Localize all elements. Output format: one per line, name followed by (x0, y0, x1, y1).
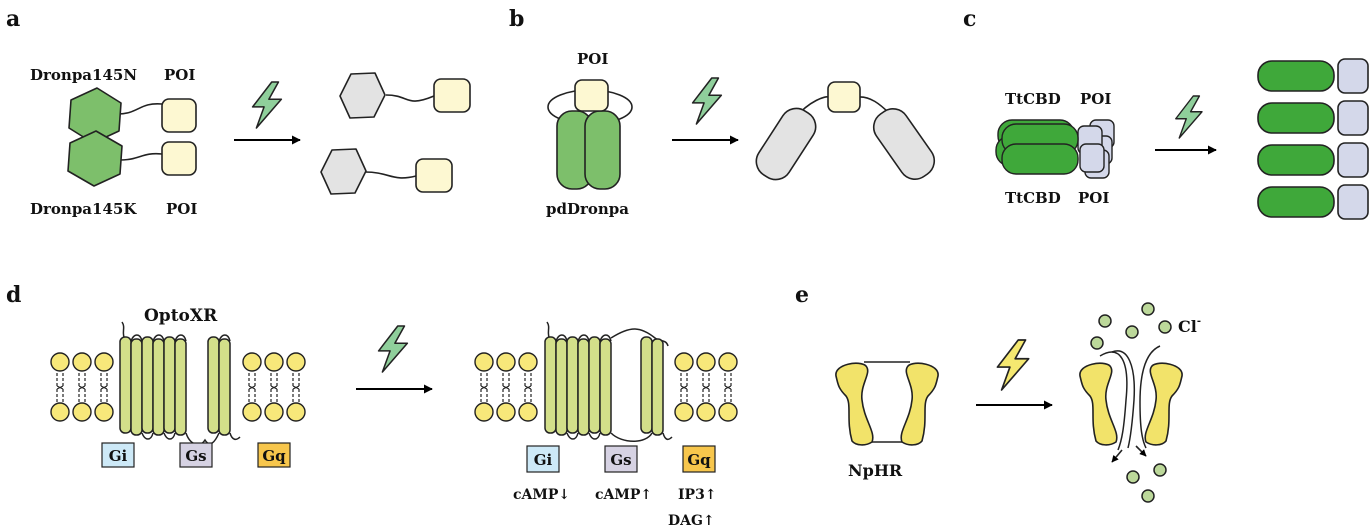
svg-text:Gq: Gq (687, 451, 711, 469)
optoxr-receptor-active (544, 321, 673, 442)
chloride-label: Cl- (1178, 316, 1201, 336)
svg-text:Gq: Gq (262, 447, 286, 465)
ip3-increase-label: IP3↑ (678, 487, 717, 503)
gs-protein: Gs (604, 445, 638, 473)
lightning-bolt-icon (1174, 95, 1203, 139)
nphr-label: NpHR (848, 461, 903, 480)
dronpa145k-hexagon (67, 130, 123, 187)
gi-protein: Gi (526, 445, 560, 473)
optoxr-label: OptoXR (144, 306, 218, 326)
panel-d-letter: d (6, 282, 21, 308)
optoxr-receptor (119, 321, 241, 446)
camp-decrease-label: cAMP↓ (513, 487, 570, 503)
gq-protein: Gq (257, 442, 291, 468)
svg-text:Gs: Gs (185, 447, 206, 465)
nphr-pump-active (1079, 345, 1183, 463)
pddronpa-label: pdDronpa (546, 200, 629, 218)
panel-a: a Dronpa145N POI Dronpa145K POI (6, 6, 471, 218)
gray-monomer (755, 107, 817, 181)
gi-protein: Gi (101, 442, 135, 468)
panel-c: c TtCBD POI TtCBD POI (963, 6, 1369, 220)
panel-a-letter: a (6, 6, 20, 32)
ttcbd-label-bottom: TtCBD (1005, 189, 1061, 207)
poi-box (161, 141, 197, 176)
dronpa145k-label: Dronpa145K (30, 200, 137, 218)
poi-box (827, 81, 861, 113)
svg-text:Gi: Gi (109, 447, 128, 465)
dag-increase-label: DAG↑ (668, 513, 715, 529)
poi-box (415, 158, 453, 193)
svg-text:Gi: Gi (534, 451, 553, 469)
poi-label-top: POI (164, 66, 195, 84)
monomer-row (1257, 142, 1369, 178)
gray-monomer (872, 108, 936, 180)
chloride-ions (1090, 302, 1172, 503)
pddronpa-monomer (584, 110, 621, 190)
poi-box (433, 78, 471, 113)
ttcbd-domain (1001, 143, 1079, 175)
gray-hexagon (320, 148, 367, 195)
dronpa145n-label: Dronpa145N (30, 66, 137, 84)
poi-box (574, 79, 609, 112)
camp-increase-label: cAMP↑ (595, 487, 652, 503)
poi-label-top: POI (1080, 90, 1111, 108)
panel-e-letter: e (795, 282, 809, 308)
monomer-row (1257, 100, 1369, 136)
panel-d: d OptoXR Gi (6, 282, 738, 529)
monomer-row (1257, 58, 1369, 94)
poi-box (161, 98, 197, 133)
poi-label: POI (577, 50, 608, 68)
nphr-pump (835, 361, 939, 446)
lightning-bolt-icon (996, 339, 1030, 391)
lightning-bolt-icon (251, 81, 283, 129)
gs-protein: Gs (179, 442, 213, 468)
monomer-row (1257, 184, 1369, 220)
svg-text:Gs: Gs (610, 451, 631, 469)
panel-b-letter: b (509, 6, 524, 32)
panel-c-letter: c (963, 6, 976, 32)
poi-label-bottom: POI (166, 200, 197, 218)
ttcbd-label-top: TtCBD (1005, 90, 1061, 108)
poi-label-bottom: POI (1078, 189, 1109, 207)
gray-hexagon (339, 72, 386, 119)
panel-b: b POI pdDronpa (509, 6, 936, 218)
lightning-bolt-icon (377, 325, 409, 373)
poi-box (1079, 143, 1105, 173)
gq-protein: Gq (682, 445, 716, 473)
lightning-bolt-icon (691, 77, 723, 125)
panel-e: e NpHR Cl- (795, 282, 1201, 503)
